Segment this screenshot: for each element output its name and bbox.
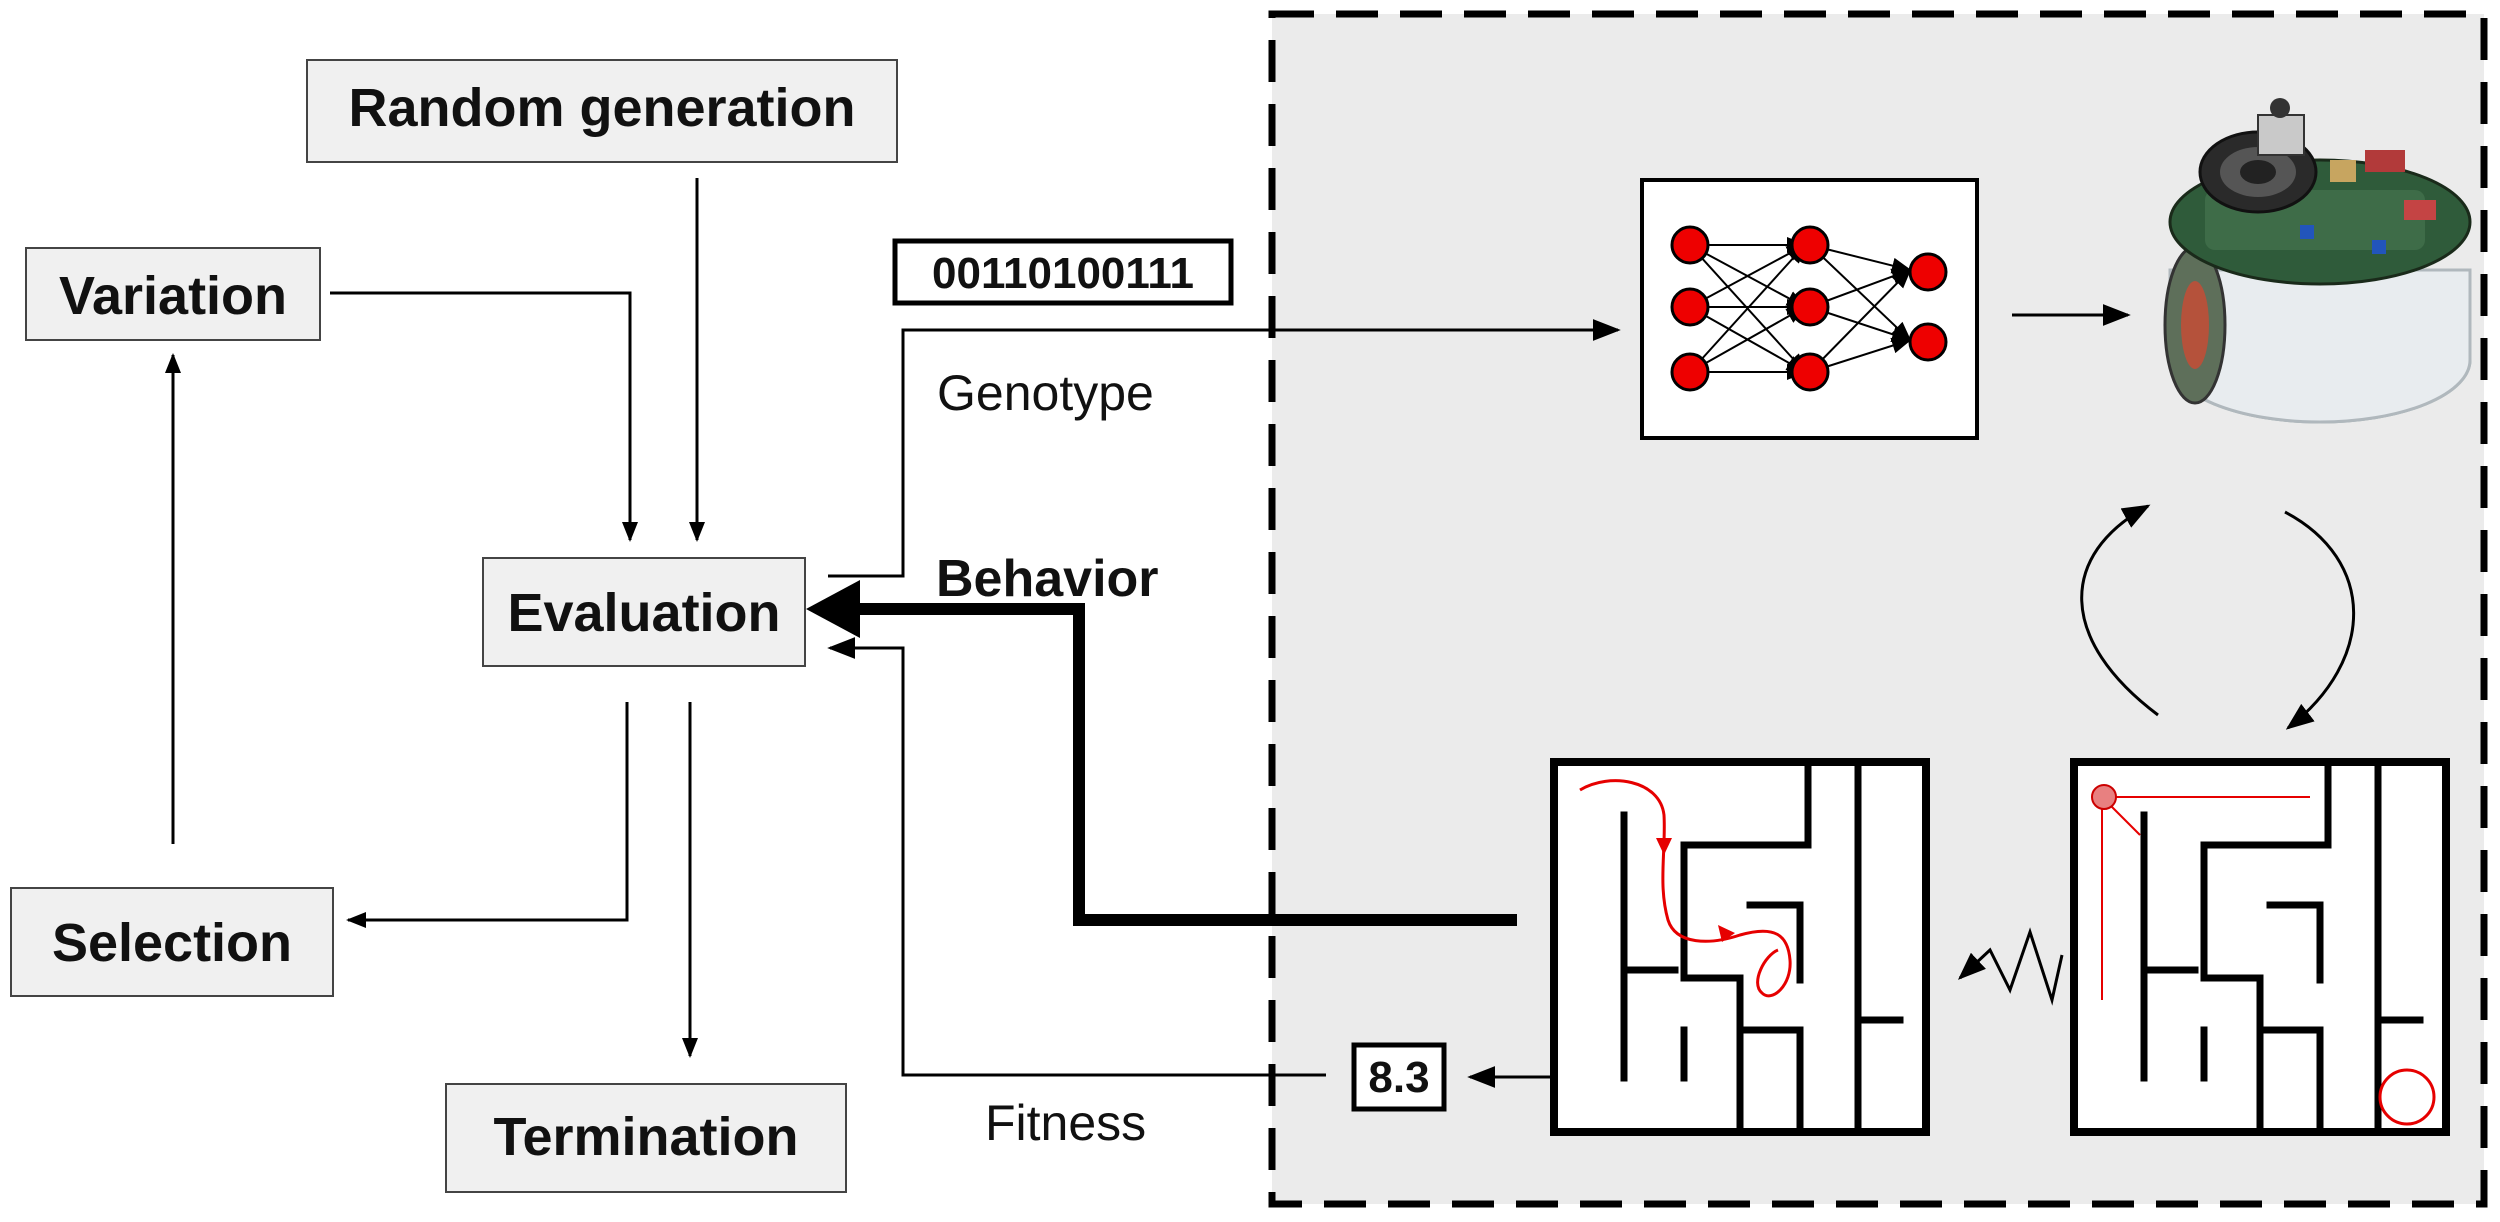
cycle-arrow-down [2284,510,2356,730]
random-generation-label: Random generation [348,78,855,138]
behavior-arrowhead [806,580,860,638]
behavior-label: Behavior [936,550,1159,608]
variation-to-evaluation-arrow [330,291,638,542]
maze-icon-start [2070,758,2450,1136]
neural-network-icon [1640,178,1979,440]
fitness-value-box: 8.3 [1351,1042,1447,1112]
genotype-bits-box: 00110100111 [892,238,1234,306]
zigzag-arrow [1957,927,2064,1006]
fitness-arrow [827,637,1326,1077]
genotype-arrow [828,319,1621,578]
maze-icon-trajectory [1550,758,1930,1136]
loop-arrows [165,178,705,1058]
evaluation-label: Evaluation [507,583,780,643]
selection-box: Selection [10,887,334,997]
goal-marker [2378,1068,2436,1126]
genotype-bits: 00110100111 [932,249,1194,298]
cycle-arrow-up [2080,504,2159,717]
fitness-value: 8.3 [1368,1053,1429,1102]
robot-start-marker [2091,784,2117,810]
robot-icon [2163,98,2472,424]
selection-label: Selection [52,913,292,973]
fitness-label: Fitness [985,1095,1146,1151]
behavior-arrow [848,603,1517,926]
variation-label: Variation [59,266,287,326]
termination-box: Termination [445,1083,847,1193]
variation-box: Variation [25,247,321,341]
genotype-label: Genotype [937,365,1154,421]
evaluation-box: Evaluation [482,557,806,667]
termination-label: Termination [493,1107,798,1167]
evaluation-to-selection-arrow [346,702,629,928]
random-generation-box: Random generation [306,59,898,163]
